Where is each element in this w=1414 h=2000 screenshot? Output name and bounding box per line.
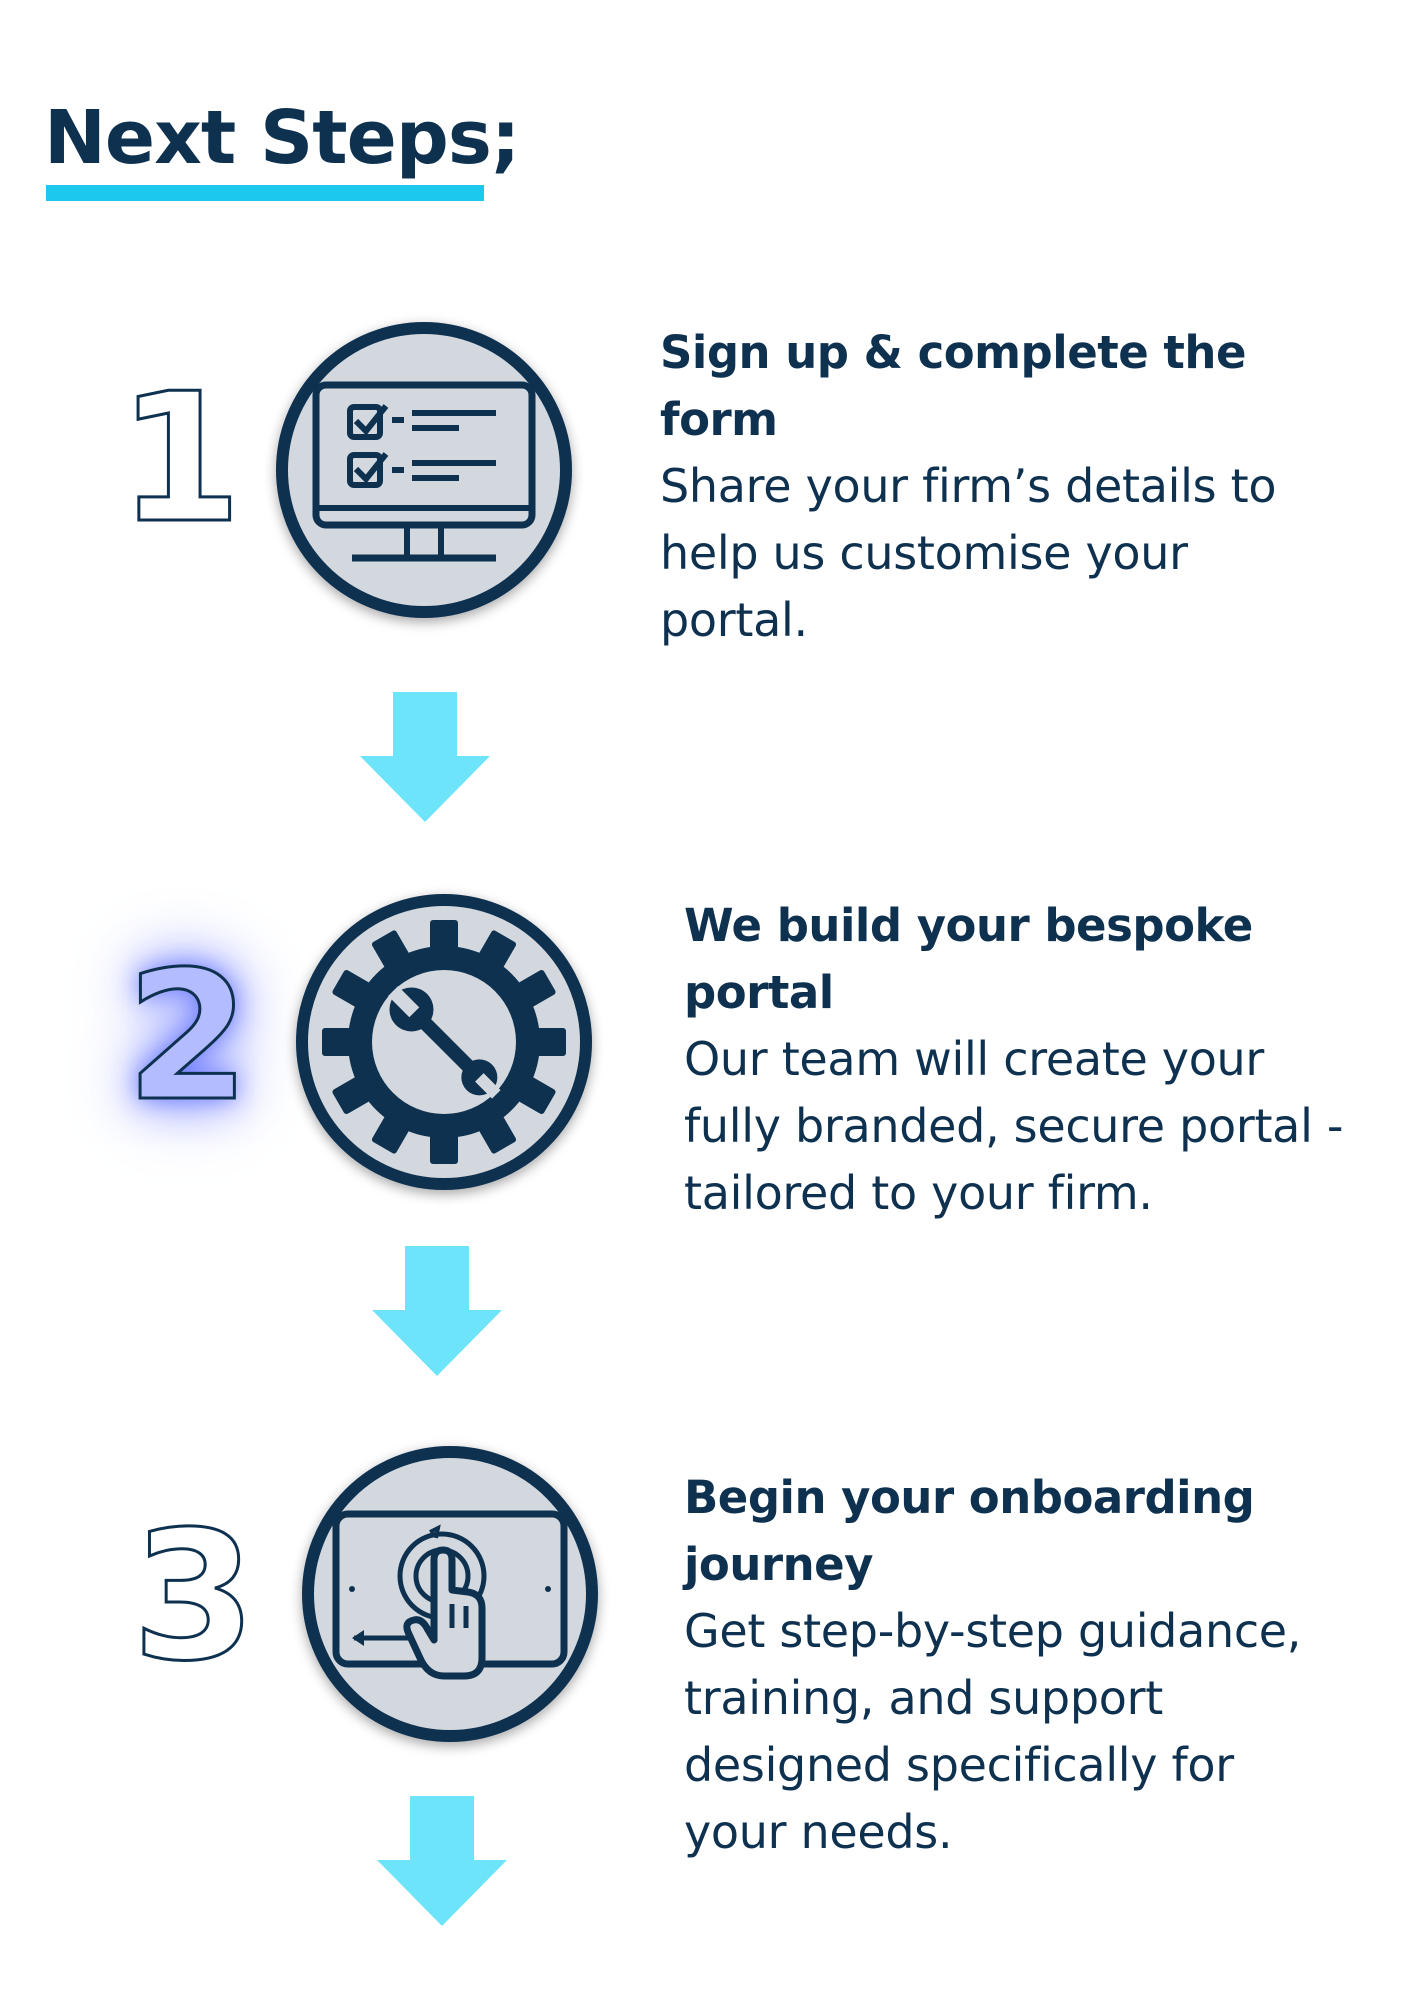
page-title: Next Steps; bbox=[44, 95, 520, 181]
tablet-touch-icon bbox=[302, 1446, 598, 1742]
step-3-description: Get step-by-step guidance, training, and… bbox=[684, 1604, 1302, 1859]
step-1-number: 1 bbox=[117, 355, 244, 562]
step-2-text: We build your bespoke portal Our team wi… bbox=[684, 892, 1344, 1227]
step-2-description: Our team will create your fully branded,… bbox=[684, 1032, 1344, 1220]
monitor-checklist-icon bbox=[276, 322, 572, 618]
step-2-number: 2 bbox=[125, 933, 252, 1140]
step-1-description: Share your firm’s details to help us cus… bbox=[660, 459, 1277, 647]
down-arrow-icon bbox=[377, 1796, 507, 1926]
gear-wrench-icon bbox=[296, 894, 592, 1190]
step-3-text: Begin your onboarding journey Get step-b… bbox=[684, 1464, 1344, 1866]
step-3-heading: Begin your onboarding journey bbox=[684, 1471, 1255, 1591]
down-arrow-icon bbox=[360, 692, 490, 822]
step-1-heading: Sign up & complete the form bbox=[660, 326, 1246, 446]
step-2-heading: We build your bespoke portal bbox=[684, 899, 1253, 1019]
step-1-text: Sign up & complete the form Share your f… bbox=[660, 319, 1320, 654]
title-underline bbox=[46, 185, 484, 201]
step-3-number: 3 bbox=[131, 1493, 258, 1700]
down-arrow-icon bbox=[372, 1246, 502, 1376]
